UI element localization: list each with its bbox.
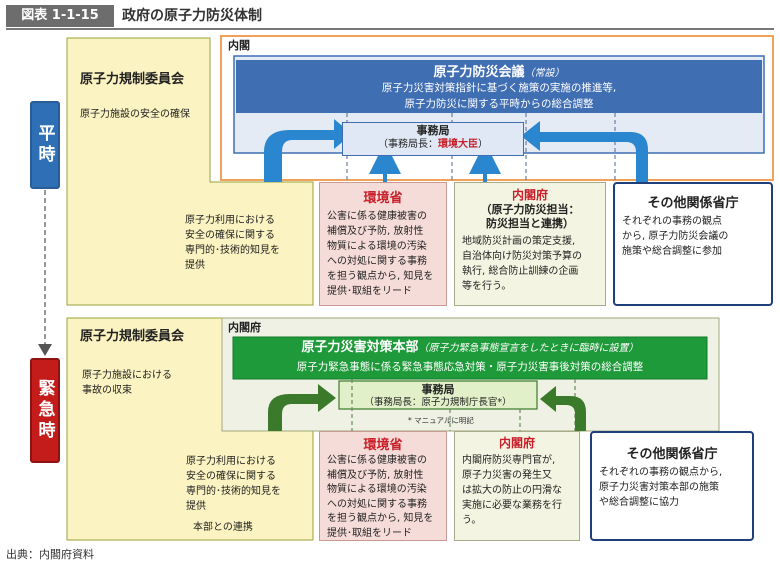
nra-emergency-title: 原子力規制委員会 xyxy=(80,329,185,344)
council-title: 原子力防災会議 xyxy=(433,65,525,80)
nra-normal-role: 原子力施設の安全の確保 xyxy=(80,109,190,120)
env-box-normal: 環境省 公害に係る健康被害の補償及び予防, 放射性 物質による環境の汚染への対処… xyxy=(319,182,447,306)
nra-to-secretariat-arrow-emergency xyxy=(268,384,336,431)
phase-tab-emergency: 緊急時 xyxy=(30,358,60,463)
nra-normal-title: 原子力規制委員会 xyxy=(80,72,185,87)
council-note: （常設） xyxy=(524,68,565,79)
council-header: 原子力防災会議（常設） 原子力災害対策指針に基づく施策の実施の推進等, 原子力防… xyxy=(236,61,762,112)
secretariat-box-emergency xyxy=(338,380,538,410)
env-box-emergency: 環境省 公害に係る健康被害の補償及び予防, 放射性 物質による環境の汚染への対処… xyxy=(319,431,447,541)
env-title-emergency: 環境省 xyxy=(363,438,403,453)
env-title-normal: 環境省 xyxy=(363,191,403,206)
other-box-normal: その他関係省庁 それぞれの事務の観点から, 原子力防災会議の 施策や総合調整に参… xyxy=(613,182,773,306)
secretariat-text-emergency: 事務局 （事務局長：原子力規制庁長官*） xyxy=(339,383,537,409)
other-box-emergency: その他関係省庁 それぞれの事務の観点から,原子力災害対策本部の施策 や総合調整に… xyxy=(590,431,754,541)
cabinet-label-normal: 内閣 xyxy=(228,39,250,52)
council-line-1: 原子力災害対策指針に基づく施策の実施の推進等, xyxy=(381,82,617,94)
secretariat-title-normal: 事務局 xyxy=(416,124,450,137)
source-note: 出典：内閣府資料 xyxy=(6,548,94,561)
council-header-bar xyxy=(236,60,762,113)
council-line-2: 原子力防災に関する平時からの総合調整 xyxy=(404,98,594,110)
phase-tab-normal: 平時 xyxy=(30,101,60,189)
nra-to-secretariat-arrow-normal xyxy=(264,119,352,182)
nra-normal-region xyxy=(66,37,314,306)
nra-emergency-role: 原子力施設における 事故の収束 xyxy=(82,370,172,396)
secretariat-box-normal: 事務局 （事務局長：環境大臣） xyxy=(342,122,524,156)
nra-normal-expertise: 原子力利用における 安全の確保に関する 専門的･技術的知見を 提供 xyxy=(185,215,280,271)
hq-note: （原子力緊急事態宣言をしたときに臨時に設置） xyxy=(418,343,639,354)
secretariat-head-emergency: （事務局長：原子力規制庁長官*） xyxy=(364,397,512,408)
hq-box xyxy=(232,336,708,380)
hq-header: 原子力災害対策本部（原子力緊急事態宣言をしたときに臨時に設置） 原子力緊急事態に… xyxy=(233,338,707,376)
cabinet-label-emergency: 内閣府 xyxy=(228,321,261,334)
nra-emergency-liaison: 本部との連携 xyxy=(193,522,253,533)
title-rule xyxy=(6,28,774,30)
other-title-emergency: その他関係省庁 xyxy=(626,447,718,462)
phase-transition-arrowhead xyxy=(38,344,52,356)
cao-title-emergency: 内閣府 xyxy=(498,436,535,450)
other-to-secretariat-arrow-normal xyxy=(521,121,648,182)
other-title-normal: その他関係省庁 xyxy=(647,196,739,211)
cao-box-normal: 内閣府 （原子力防災担当： 防災担当と連携） 地域防災計画の策定支援,自治体向け… xyxy=(454,182,606,306)
hq-title: 原子力災害対策本部 xyxy=(301,340,419,355)
figure-title: 政府の原子力防災体制 xyxy=(122,8,262,24)
other-to-secretariat-arrow-emergency xyxy=(540,386,586,431)
secretariat-title-emergency: 事務局 xyxy=(421,383,455,396)
footnote: * マニュアルに明記 xyxy=(408,416,474,425)
nra-emergency-expertise: 原子力利用における 安全の確保に関する 専門的･技術的知見を 提供 xyxy=(186,456,281,512)
cao-box-emergency: 内閣府 内閣府防災専門官が,原子力災害の発生又 は拡大の防止の円滑な実施に必要な… xyxy=(454,431,580,541)
cao-title-normal: 内閣府 xyxy=(511,188,548,202)
hq-line: 原子力緊急事態に係る緊急事態応急対策・原子力災害事後対策の総合調整 xyxy=(296,361,644,373)
secretariat-head-normal: 環境大臣 xyxy=(438,139,478,150)
figure-label: 図表 1-1-15 xyxy=(6,5,114,27)
